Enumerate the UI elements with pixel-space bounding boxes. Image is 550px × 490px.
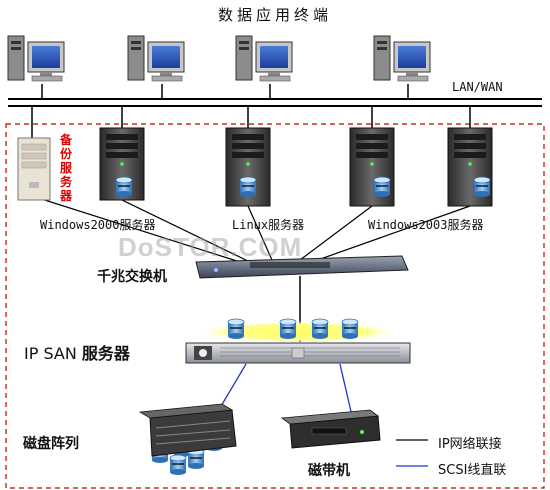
legend-scsi-label: SCSI线直联 xyxy=(438,463,507,478)
scsi-link-tape xyxy=(339,363,353,417)
disk-cylinder-icon xyxy=(279,318,297,339)
disk-cylinder-icon xyxy=(239,176,257,197)
ip-network-link xyxy=(31,195,241,263)
ip-network-link xyxy=(299,205,373,261)
rack-server-icon xyxy=(185,342,411,364)
lan-wan-label: LAN/WAN xyxy=(452,80,503,94)
ip-network-link xyxy=(121,199,251,263)
watermark: DoSTOR.COM xyxy=(118,232,303,262)
windows2003-server-label: Windows2003服务器 xyxy=(368,218,484,232)
san-boundary-frame xyxy=(5,123,545,489)
disk-array-icon xyxy=(138,403,237,457)
disk-cylinder-icon xyxy=(115,176,133,197)
gigabit-switch-label: 千兆交换机 xyxy=(97,269,167,285)
network-switch-icon xyxy=(195,255,409,279)
pc-terminal-icon xyxy=(235,35,293,82)
tape-drive-label: 磁带机 xyxy=(308,463,350,479)
pc-terminal-icon xyxy=(127,35,185,82)
disk-cylinder-icon xyxy=(341,318,359,339)
backup-server-icon xyxy=(17,137,51,201)
disk-cylinder-icon xyxy=(227,318,245,339)
disk-array-label: 磁盘阵列 xyxy=(23,436,79,452)
disk-cylinder-icon xyxy=(473,176,491,197)
linux-server-label: Linux服务器 xyxy=(232,218,305,232)
ip-san-bold: 服务器 xyxy=(81,344,130,363)
page-title: 数据应用终端 xyxy=(217,6,332,24)
ip-network-link xyxy=(311,205,471,263)
windows2000-server-label: Windows2000服务器 xyxy=(40,218,156,232)
tape-drive-icon xyxy=(280,409,381,449)
ip-san-prefix: IP SAN xyxy=(24,344,82,363)
backup-server-label: 备份服务器 xyxy=(60,133,73,203)
disk-cylinder-icon xyxy=(187,448,205,469)
ip-network-link xyxy=(247,205,273,261)
disk-cylinder-icon xyxy=(311,318,329,339)
disk-cylinder-icon xyxy=(373,176,391,197)
legend-ip-label: IP网络联接 xyxy=(438,437,502,452)
ip-san-server-label: IP SAN 服务器 xyxy=(24,340,130,364)
pc-terminal-icon xyxy=(7,35,65,82)
disk-cylinder-icon xyxy=(169,454,187,475)
pc-terminal-icon xyxy=(373,35,431,82)
